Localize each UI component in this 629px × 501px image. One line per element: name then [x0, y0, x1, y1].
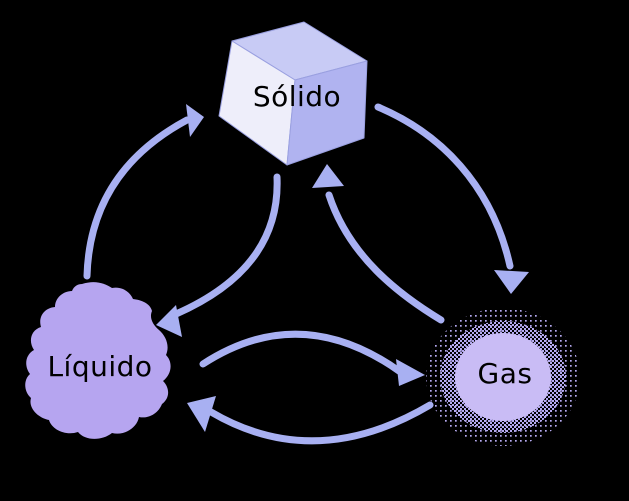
arrow-solid-to-gas [374, 103, 514, 270]
liquid-node-label: Líquido [47, 350, 153, 383]
arrow-gas-to-liquid [207, 401, 434, 445]
liquid-node-shape [25, 282, 171, 439]
gas-node-label: Gas [477, 357, 533, 390]
arrow-solid-to-liquid [172, 173, 281, 318]
gas-core [455, 333, 551, 421]
solid-node-shape [218, 21, 368, 166]
arrowhead-liquid-to-solid [186, 104, 204, 137]
arrow-liquid-to-solid [83, 116, 191, 280]
arrow-gas-to-solid [325, 191, 445, 324]
arrowhead-gas-to-solid [312, 164, 344, 188]
arrowhead-solid-to-liquid [156, 305, 182, 337]
gas-node-shape [426, 308, 580, 446]
arrowhead-solid-to-gas [494, 270, 529, 294]
arrowhead-gas-to-liquid [187, 396, 216, 432]
cube-right-face [286, 60, 368, 166]
arrow-liquid-to-gas [199, 330, 403, 375]
edge-arrows [83, 103, 529, 445]
arrowhead-liquid-to-gas [396, 359, 425, 386]
solid-node-label: Sólido [252, 80, 342, 113]
